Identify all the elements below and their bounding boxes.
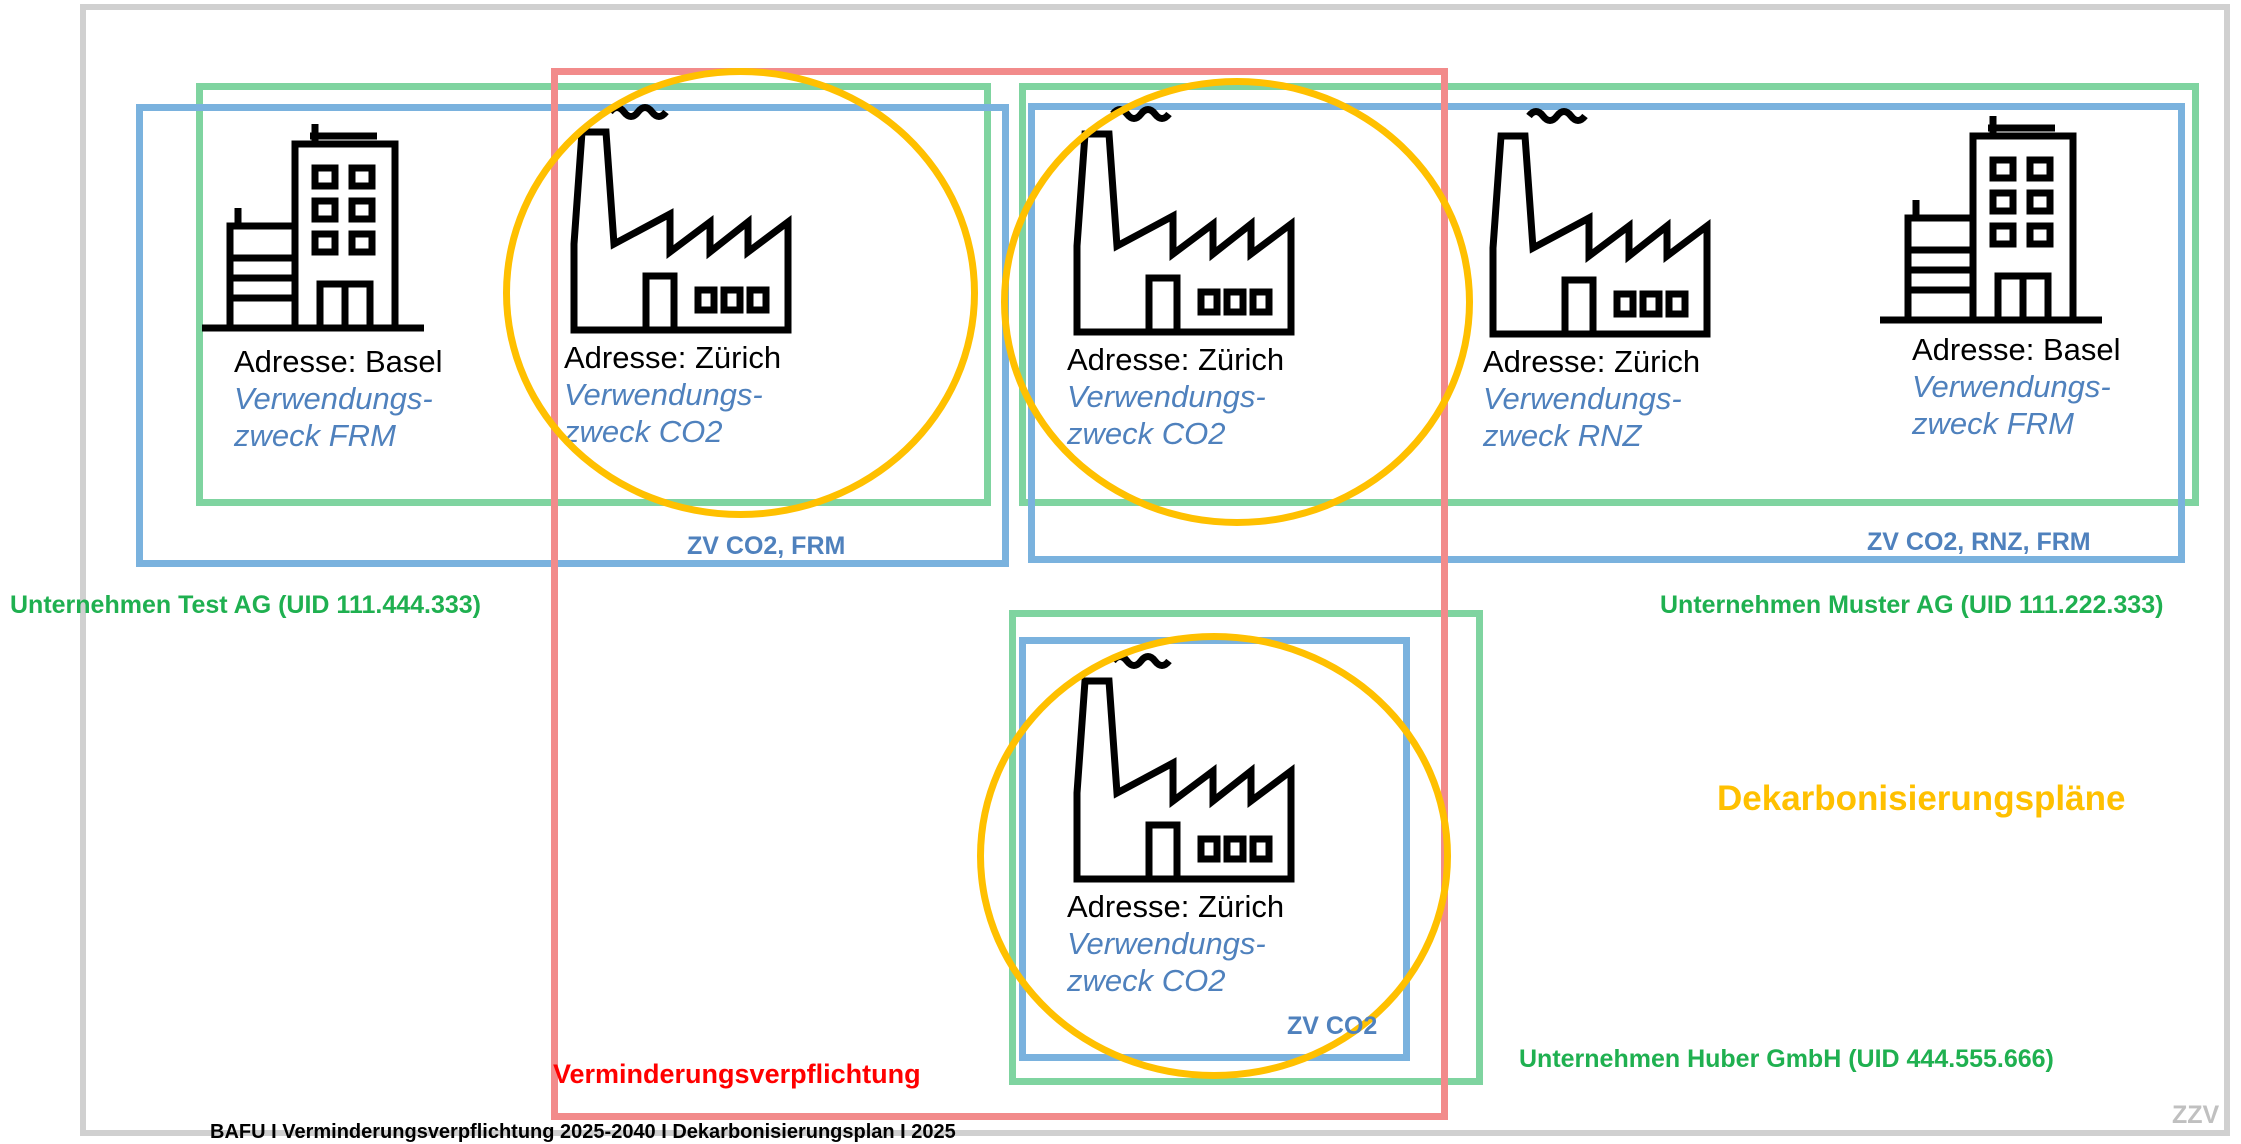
factory-icon (1489, 108, 1711, 338)
decarbonization-plan-circle (977, 633, 1451, 1079)
site-address: Adresse: Basel (1912, 332, 2121, 367)
site-purpose: Verwendungs- (1912, 369, 2111, 404)
obligation-label: Verminderungsverpflichtung (553, 1059, 921, 1089)
company-label-test-ag: Unternehmen Test AG (UID 111.444.333) (10, 591, 482, 619)
site-address: Adresse: Zürich (1483, 344, 1701, 379)
zv-label-test-ag: ZV CO2, FRM (687, 532, 846, 560)
footer-text: BAFU I Verminderungsverpflichtung 2025-2… (210, 1121, 956, 1143)
corner-mark: ZZV (2172, 1101, 2220, 1129)
company-label-huber-gmbh: Unternehmen Huber GmbH (UID 444.555.666) (1519, 1045, 2054, 1073)
obligation-boundary (551, 68, 1448, 1120)
office-building-icon (1880, 116, 2102, 324)
site-purpose: zweck RNZ (1483, 418, 1642, 453)
decarbonization-plan-circle (1001, 78, 1473, 526)
site-zuerich-muster-ag-2: Adresse: Zürich Verwendungs- zweck RNZ (1479, 108, 1719, 454)
decarbonization-plan-circle (503, 68, 978, 518)
site-purpose: zweck FRM (234, 418, 396, 453)
decarbonization-plans-label: Dekarbonisierungspläne (1717, 779, 2126, 818)
site-purpose: Verwendungs- (234, 381, 433, 416)
slide-frame (80, 4, 2230, 1136)
zv-label-huber-gmbh: ZV CO2 (1287, 1012, 1378, 1040)
company-boundary-test-ag (196, 83, 991, 506)
zv-label-muster-ag: ZV CO2, RNZ, FRM (1867, 528, 2091, 556)
site-basel-muster-ag: Adresse: Basel Verwendungs- zweck FRM (1880, 108, 2121, 442)
office-building-icon (202, 124, 424, 332)
site-basel-test-ag: Adresse: Basel Verwendungs- zweck FRM (202, 116, 443, 454)
site-address: Adresse: Basel (234, 344, 443, 379)
company-label-muster-ag: Unternehmen Muster AG (UID 111.222.333) (1660, 591, 2164, 619)
site-purpose: Verwendungs- (1483, 381, 1682, 416)
site-purpose: zweck FRM (1912, 406, 2074, 441)
